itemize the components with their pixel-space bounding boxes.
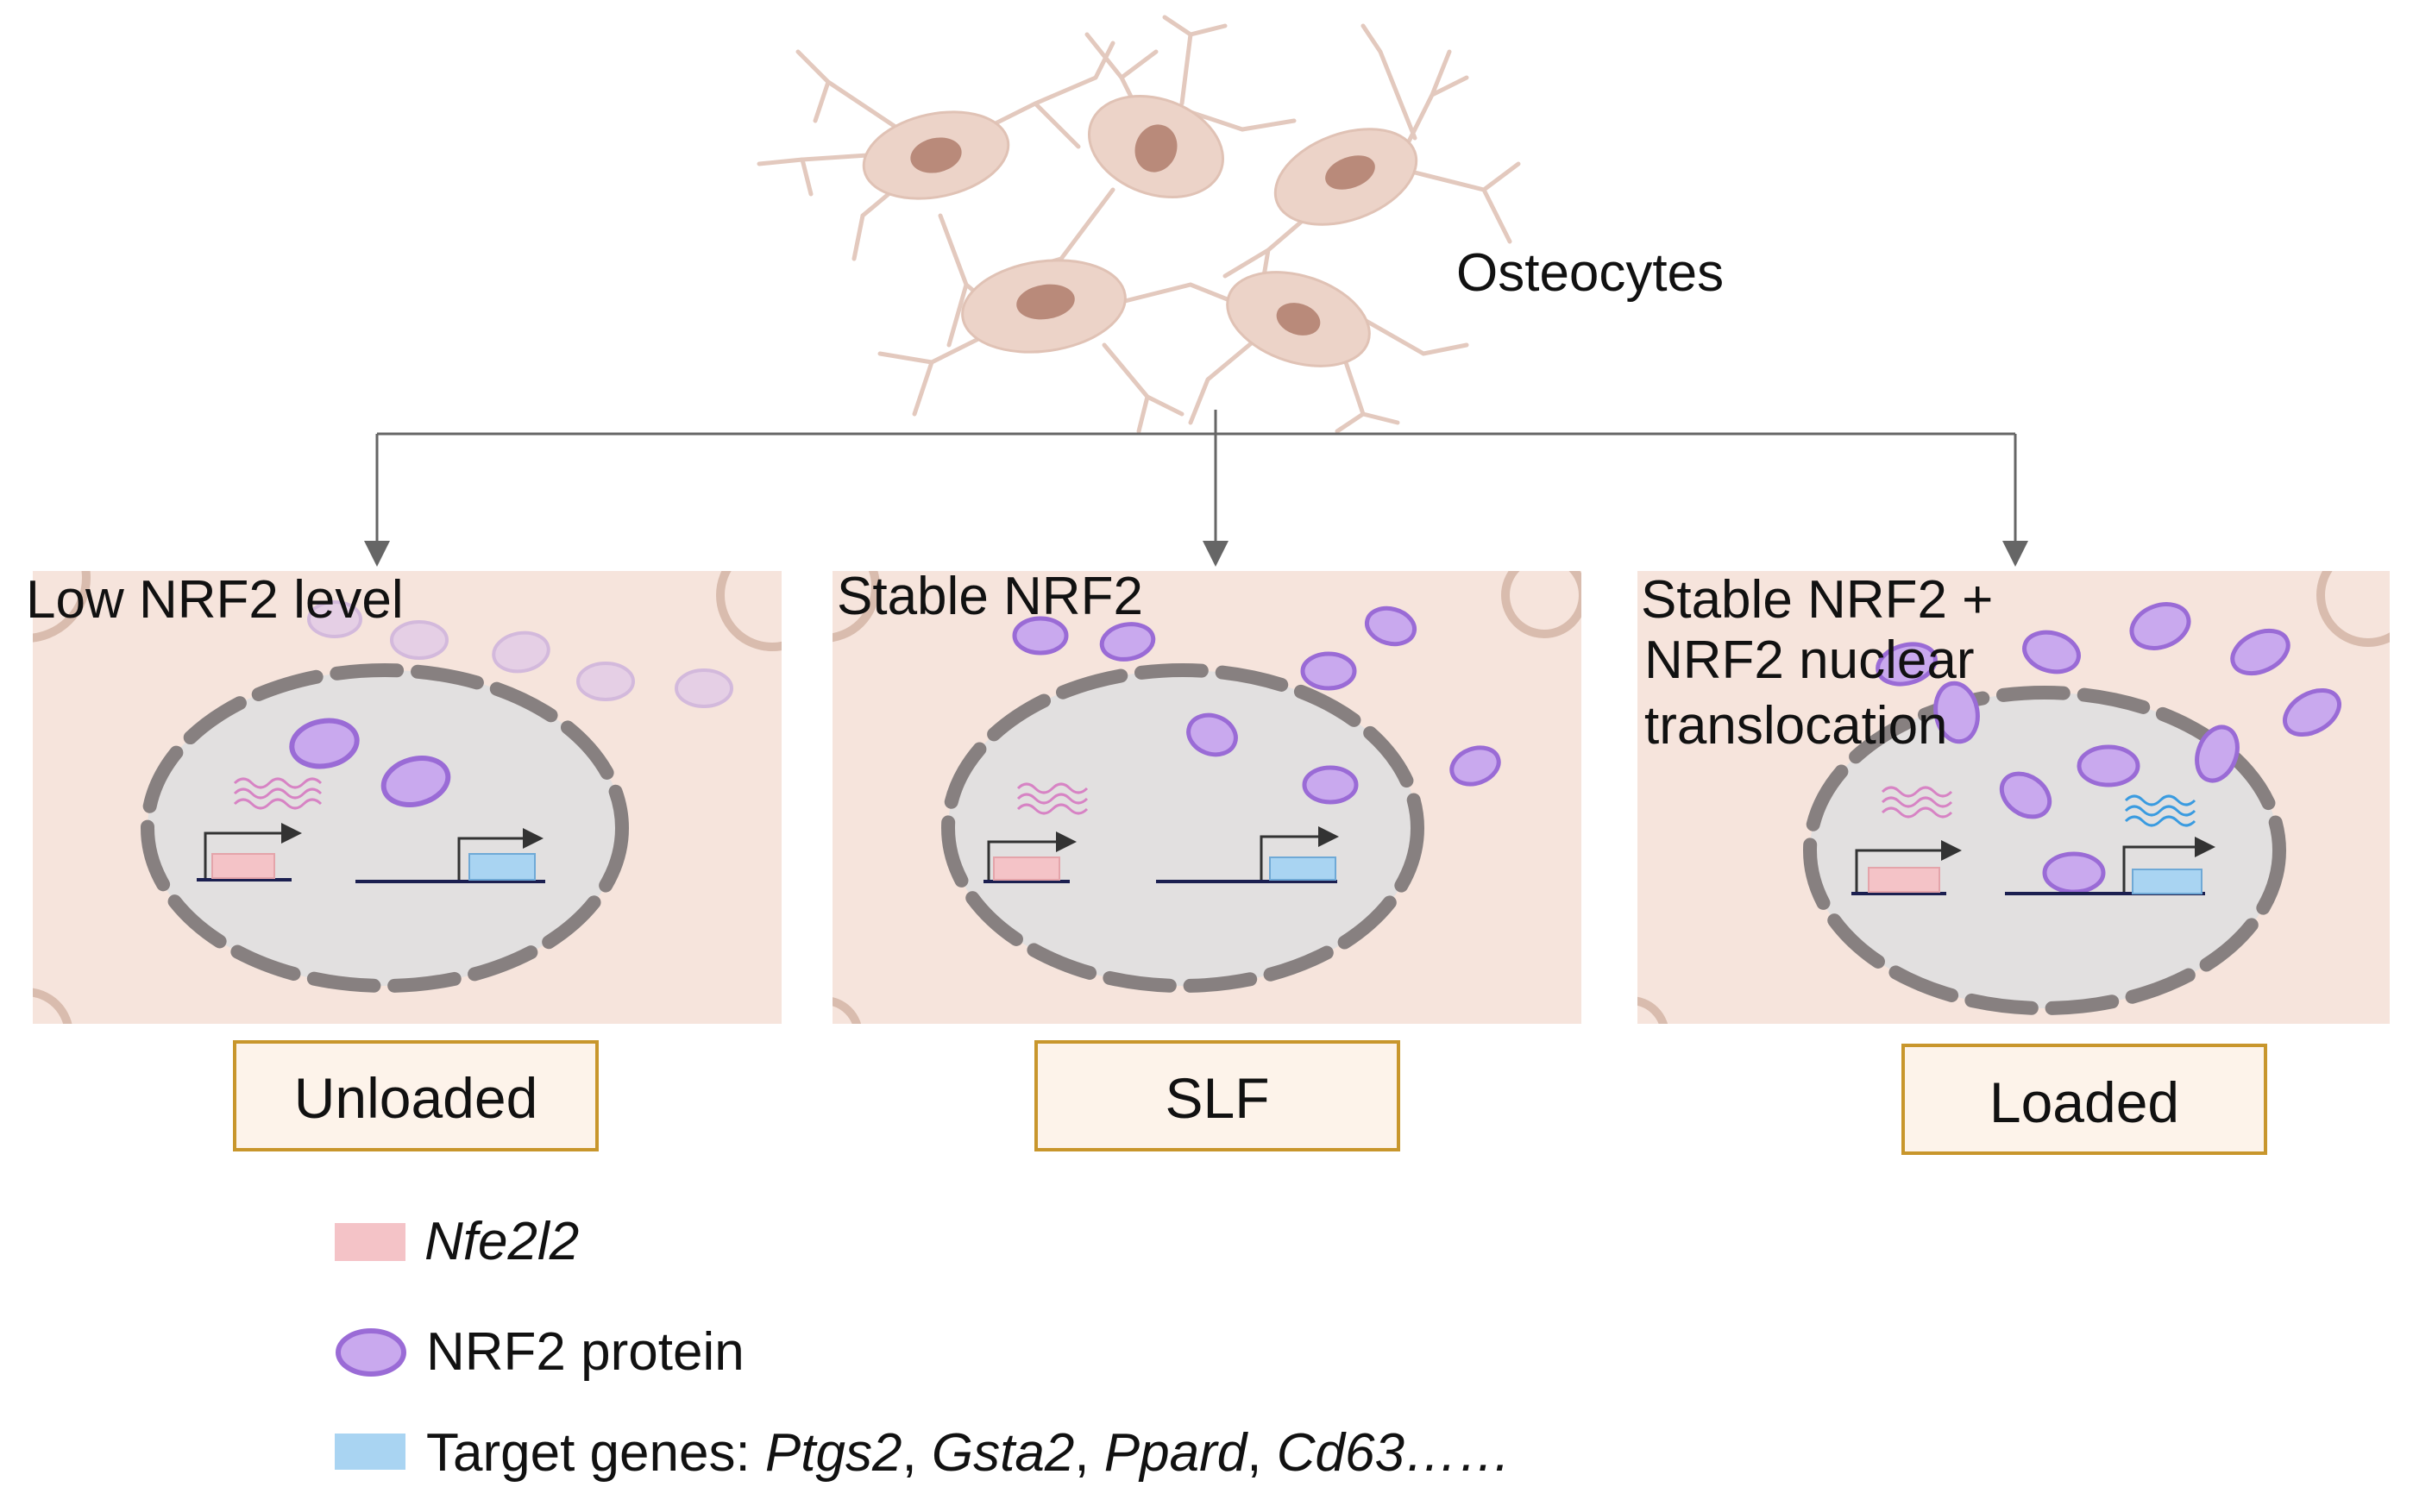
target-gene-icon [355, 828, 545, 883]
connector-arrows [364, 410, 2028, 567]
panel-title-line: Stable NRF2 [837, 567, 1143, 626]
mrna-wave-icon [233, 777, 323, 810]
condition-label: Loaded [1989, 1070, 2179, 1134]
panel-title-line: translocation [1644, 696, 1948, 756]
legend-protein-label: NRF2 protein [426, 1322, 745, 1382]
panel-title-line: NRF2 nuclear [1644, 631, 1974, 690]
target-gene: Cd63 [1277, 1423, 1404, 1483]
panel-slf: Stable NRF2 [833, 567, 1581, 1024]
nfe2l2-gene-icon [1851, 840, 1962, 895]
targets-suffix: …… [1404, 1423, 1511, 1483]
osteocyte-cell [862, 110, 1010, 200]
condition-box-slf: SLF [1034, 1040, 1400, 1151]
nrf2-proteins [1876, 602, 2341, 894]
blue-gene-swatch [335, 1434, 405, 1470]
target-gene: Gsta2 [932, 1423, 1074, 1483]
panel-unloaded: Low NRF2 level [26, 570, 782, 1024]
targets-prefix: Target genes: [426, 1423, 765, 1483]
target-mrna-wave-icon [2124, 794, 2196, 827]
nrf2-proteins [1012, 605, 1501, 805]
legend-item-targets: Target genes: Ptgs2, Gsta2, Ppard, Cd63…… [335, 1423, 1511, 1483]
legend-item-protein: NRF2 protein [336, 1322, 745, 1382]
nfe2l2-gene-icon [983, 831, 1077, 883]
mrna-wave-icon [1881, 786, 1953, 819]
condition-label: Unloaded [294, 1066, 538, 1130]
osteocyte-cell [1273, 128, 1418, 226]
condition-box-loaded: Loaded [1901, 1044, 2267, 1155]
nuclear-nrf2-proteins [289, 718, 451, 807]
osteocytes-label: Osteocytes [1456, 243, 1724, 303]
target-gene-icon [2005, 837, 2215, 895]
legend-targets-label: Target genes: Ptgs2, Gsta2, Ppard, Cd63…… [426, 1423, 1511, 1483]
panel-title-line: Low NRF2 level [26, 570, 404, 630]
pink-gene-swatch [335, 1223, 405, 1261]
panel-title-line: Stable NRF2 + [1641, 570, 1993, 630]
osteocyte-cells [862, 95, 1418, 367]
target-gene-icon [1156, 826, 1339, 883]
condition-box-unloaded: Unloaded [233, 1040, 599, 1151]
osteocyte-cell [1088, 95, 1224, 198]
target-gene: Ptgs2 [765, 1423, 902, 1483]
osteocytes-illustration [757, 15, 1521, 434]
faded-nrf2-proteins [307, 600, 733, 708]
nrf2-protein-swatch [336, 1328, 406, 1377]
mrna-wave-icon [1016, 782, 1089, 815]
osteocyte-cell [961, 259, 1127, 354]
nfe2l2-gene-icon [197, 823, 302, 881]
osteocyte-cell [1226, 271, 1371, 367]
panel-loaded: Stable NRF2 + NRF2 nuclear translocation [1637, 570, 2390, 1024]
legend-item-gene: Nfe2l2 [335, 1212, 579, 1271]
target-gene: Ppard [1104, 1423, 1249, 1483]
condition-label: SLF [1165, 1066, 1269, 1130]
legend: Nfe2l2 NRF2 protein Target genes: Ptgs2,… [335, 1212, 1511, 1483]
legend-gene-label: Nfe2l2 [424, 1212, 579, 1271]
